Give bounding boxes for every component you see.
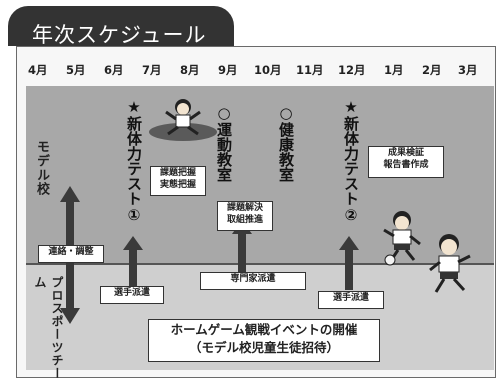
- dispatch-arrow-2: [339, 236, 359, 290]
- fitness-test-2-label: ★新体力テスト②: [342, 98, 360, 224]
- results-box: 成果検証 報告書作成: [368, 146, 444, 178]
- home-game-title: ホームゲーム観戦イベントの開催: [170, 322, 358, 337]
- month-label: 5月: [66, 63, 86, 77]
- expert-dispatch-box: 専門家派遣: [200, 272, 306, 290]
- issue-grasp-line-1: 課題把握: [159, 168, 196, 178]
- row-label-model-school: モデル校: [34, 140, 49, 196]
- month-label: 9月: [218, 63, 238, 77]
- expert-dispatch-label: 専門家派遣: [230, 274, 276, 284]
- month-label: 2月: [422, 63, 442, 77]
- fitness-test-1-label: ★新体力テスト①: [125, 98, 143, 224]
- health-class-label: ○健康教室: [277, 104, 295, 182]
- dispatch-arrow-1: [123, 236, 143, 288]
- month-label: 3月: [458, 63, 478, 77]
- row-label-pro-team: プロスポーツチーム: [33, 276, 64, 380]
- page-title: 年次スケジュール: [32, 23, 207, 47]
- athlete-dispatch-box-2: 選手派遣: [318, 291, 384, 309]
- title-tab: 年次スケジュール: [8, 6, 234, 47]
- child-situp-figure: [149, 99, 217, 141]
- home-game-subtitle: （モデル校児童生徒招待）: [188, 340, 339, 355]
- athlete-dispatch-label-1: 選手派遣: [113, 288, 150, 298]
- athlete-dispatch-label-2: 選手派遣: [332, 293, 369, 303]
- month-label: 6月: [104, 63, 124, 77]
- band-divider: [26, 263, 494, 265]
- running-child-figure-2: [429, 234, 471, 293]
- month-label: 7月: [142, 63, 162, 77]
- running-child-figure-1: [383, 211, 421, 266]
- month-label: 8月: [180, 63, 200, 77]
- liaison-box: 連絡・調整: [38, 245, 104, 263]
- athlete-dispatch-box-1: 選手派遣: [100, 286, 164, 304]
- month-label: 11月: [296, 63, 324, 77]
- month-label: 4月: [28, 63, 48, 77]
- issue-grasp-line-2: 実態把握: [159, 180, 196, 190]
- month-label: 10月: [254, 63, 282, 77]
- issue-solve-line-1: 課題解決: [226, 203, 263, 213]
- home-game-event-box: ホームゲーム観戦イベントの開催 （モデル校児童生徒招待）: [148, 319, 380, 362]
- issue-solve-line-2: 取組推進: [226, 215, 263, 225]
- issue-grasp-box: 課題把握 実態把握: [150, 166, 206, 196]
- month-label: 1月: [384, 63, 404, 77]
- month-label: 12月: [338, 63, 366, 77]
- issue-solve-box: 課題解決 取組推進: [217, 201, 273, 231]
- results-line-2: 報告書作成: [383, 160, 429, 170]
- sports-class-label: ○運動教室: [215, 104, 233, 182]
- results-line-1: 成果検証: [387, 148, 424, 158]
- month-header: 4月 5月 6月 7月 8月 9月 10月 11月 12月 1月 2月 3月: [18, 62, 494, 82]
- liaison-label: 連絡・調整: [48, 247, 94, 257]
